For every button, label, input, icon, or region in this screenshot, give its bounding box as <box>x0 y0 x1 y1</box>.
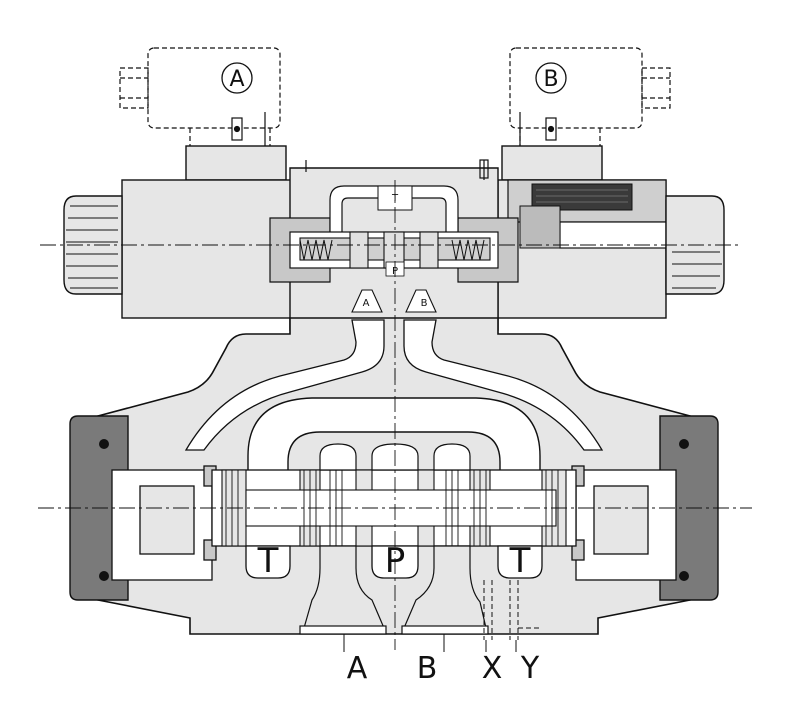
pilot-channel-a <box>184 319 385 451</box>
pilot-port-a-label: A <box>363 298 370 309</box>
port-leader-lines <box>343 634 517 652</box>
pilot-port-b-label: B <box>421 298 428 309</box>
coil-a-label: A <box>229 67 244 92</box>
pilot-port-a-channel <box>351 289 383 313</box>
pilot-drain-lines <box>483 580 540 640</box>
terminal-housing-a <box>185 145 287 181</box>
connector-plug-a <box>119 47 281 150</box>
terminal-housing-b <box>501 145 603 181</box>
port-a-label: A <box>347 651 368 686</box>
pilot-spring-left <box>299 239 333 261</box>
solenoid-body-a <box>121 179 293 319</box>
tank-chamber-left <box>245 545 291 579</box>
coil-b-circle-icon <box>535 62 567 94</box>
tank-right-label: T <box>509 541 531 581</box>
pilot-tank-label: T <box>391 193 399 204</box>
port-b-face <box>401 625 489 635</box>
port-x-label: X <box>482 651 503 686</box>
port-y-label: Y <box>520 651 540 686</box>
pilot-spring-right <box>451 239 485 261</box>
connector-pin-b <box>519 112 557 150</box>
spring-chamber-right <box>571 465 677 581</box>
end-cap-seals <box>99 439 689 581</box>
tank-left-label: T <box>257 541 279 581</box>
port-b-label: B <box>417 651 438 686</box>
coil-b-label: B <box>543 67 558 92</box>
port-a-face <box>299 625 387 635</box>
pilot-port-b-channel <box>405 289 437 313</box>
connector-plug-b <box>509 47 671 150</box>
spring-chamber-left <box>111 465 217 581</box>
manual-override-knob-a <box>63 195 123 295</box>
pilot-channel-b <box>403 319 604 451</box>
coil-a-circle-icon <box>221 62 253 94</box>
centerlines <box>38 180 752 650</box>
tank-chamber-right <box>497 545 543 579</box>
connector-pin-a <box>231 112 266 150</box>
pilot-screw-marks <box>305 159 489 180</box>
